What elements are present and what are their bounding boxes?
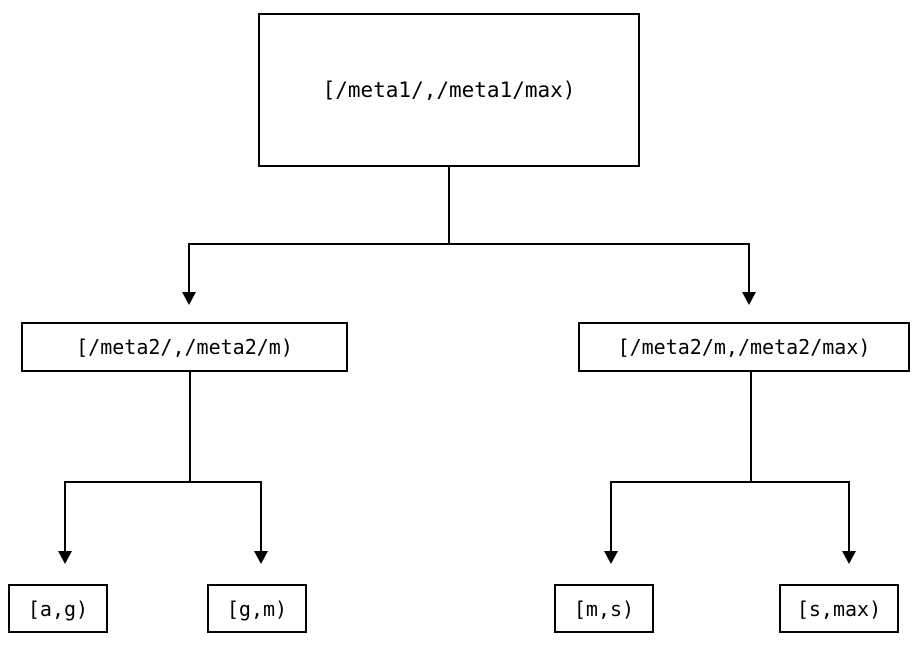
edge-drop-mid-right <box>748 243 750 293</box>
tree-node-root-label: [/meta1/,/meta1/max) <box>322 77 576 102</box>
tree-node-leaf-4-label: [s,max) <box>796 596 882 621</box>
edge-drop-leaf-4 <box>848 481 850 552</box>
arrowhead-leaf-1 <box>58 551 72 564</box>
edge-drop-leaf-3 <box>610 481 612 552</box>
tree-node-mid-right[interactable]: [/meta2/m,/meta2/max) <box>578 322 910 372</box>
tree-node-mid-right-label: [/meta2/m,/meta2/max) <box>617 335 871 359</box>
tree-node-mid-left[interactable]: [/meta2/,/meta2/m) <box>21 322 348 372</box>
arrowhead-leaf-3 <box>604 551 618 564</box>
edge-drop-mid-left <box>188 243 190 293</box>
edge-level1-bus <box>189 243 750 245</box>
tree-node-leaf-2[interactable]: [g,m) <box>207 584 307 633</box>
edge-left-subtree-bus <box>64 481 262 483</box>
arrowhead-mid-right <box>742 292 756 305</box>
edge-right-subtree-bus <box>610 481 850 483</box>
tree-node-leaf-1-label: [a,g) <box>27 596 89 621</box>
arrowhead-leaf-2 <box>254 551 268 564</box>
tree-node-leaf-3-label: [m,s) <box>573 596 635 621</box>
edge-mid-left-stem <box>189 372 191 483</box>
edge-root-stem <box>448 167 450 245</box>
arrowhead-leaf-4 <box>842 551 856 564</box>
edge-drop-leaf-1 <box>64 481 66 552</box>
edge-drop-leaf-2 <box>260 481 262 552</box>
tree-node-leaf-3[interactable]: [m,s) <box>554 584 654 633</box>
edge-mid-right-stem <box>750 372 752 483</box>
tree-node-leaf-2-label: [g,m) <box>226 596 288 621</box>
tree-node-root[interactable]: [/meta1/,/meta1/max) <box>258 13 640 167</box>
arrowhead-mid-left <box>182 292 196 305</box>
tree-node-leaf-1[interactable]: [a,g) <box>8 584 108 633</box>
tree-node-leaf-4[interactable]: [s,max) <box>779 584 899 633</box>
tree-node-mid-left-label: [/meta2/,/meta2/m) <box>76 335 293 359</box>
